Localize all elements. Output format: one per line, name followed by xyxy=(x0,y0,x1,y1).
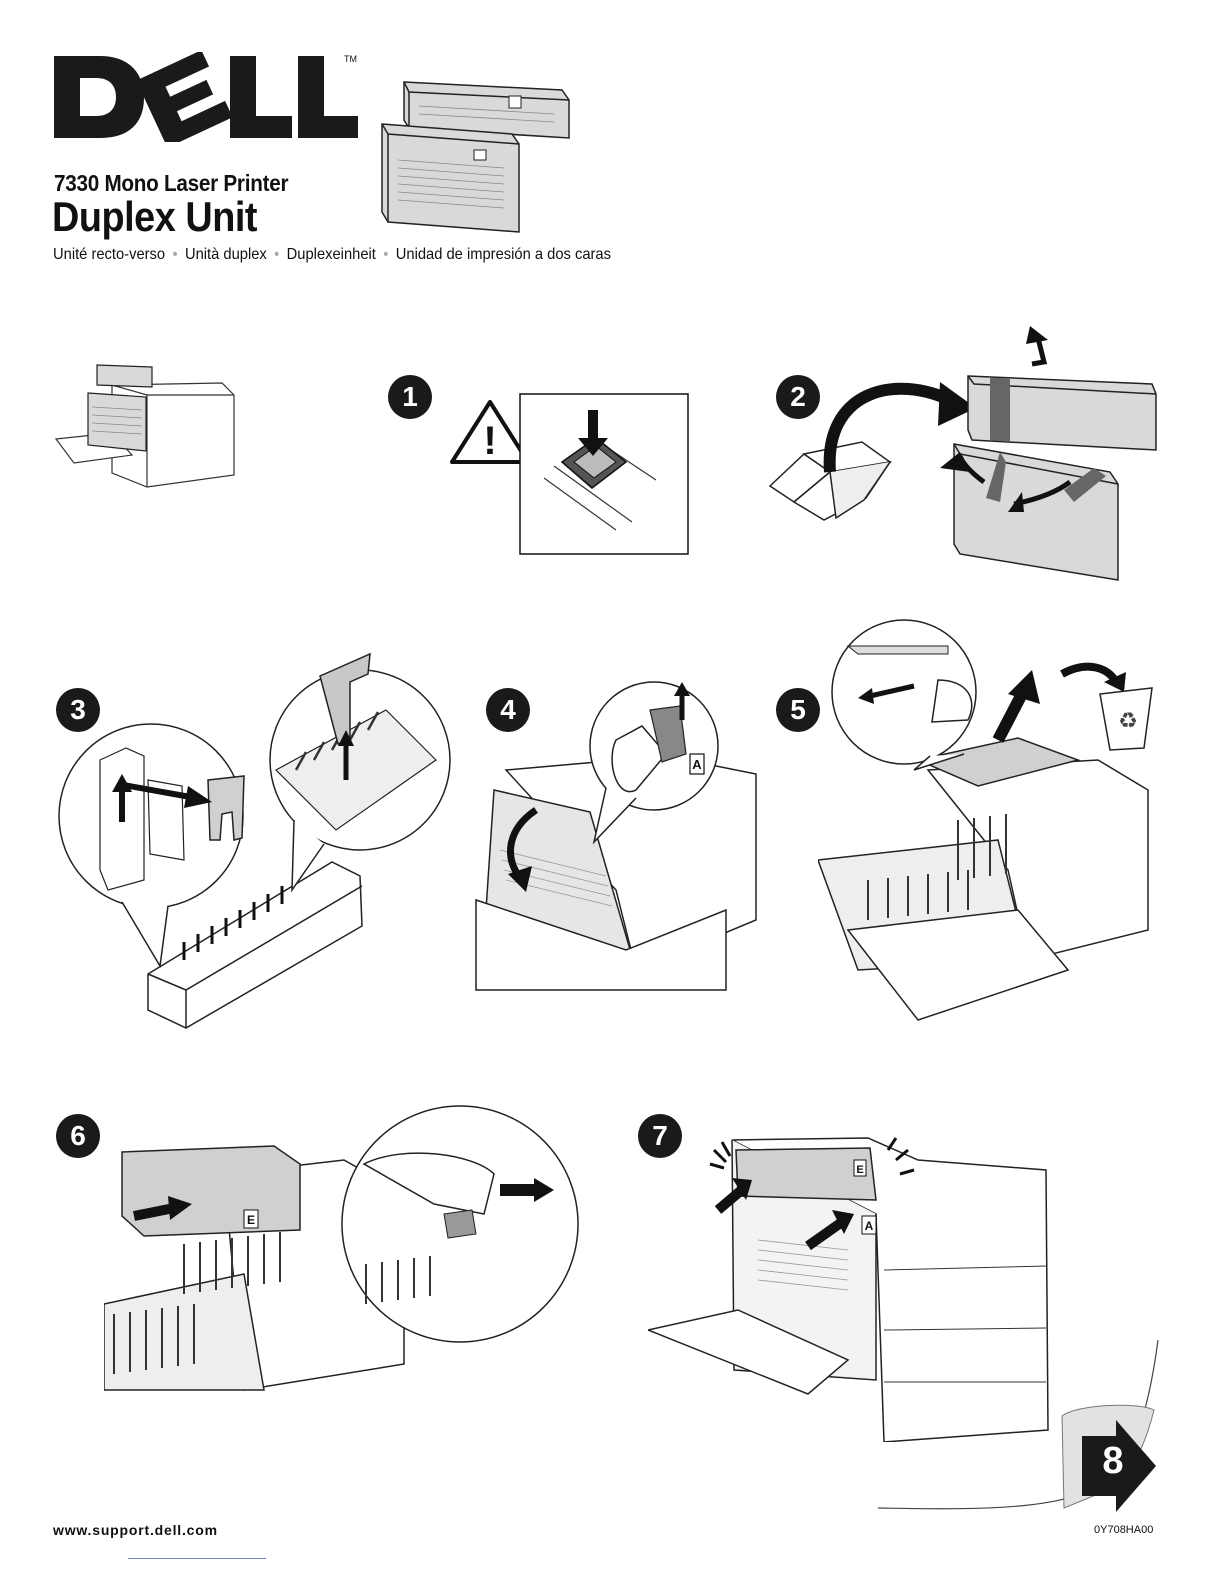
warning-power-off-icon: ! xyxy=(446,380,696,560)
bullet: • xyxy=(172,246,177,263)
translations-line: Unité recto-verso • Unità duplex • Duplexein… xyxy=(53,246,611,264)
svg-text:♻: ♻ xyxy=(1118,709,1138,734)
trademark-symbol: TM xyxy=(344,54,357,64)
svg-text:E: E xyxy=(247,1213,255,1227)
printer-overview-image xyxy=(52,355,242,495)
step-5-badge: 5 xyxy=(776,688,820,732)
translation-it: Unità duplex xyxy=(185,246,267,263)
translation-es: Unidad de impresión a dos caras xyxy=(396,246,611,263)
support-url[interactable]: www.support.dell.com xyxy=(53,1522,218,1538)
svg-text:E: E xyxy=(856,1164,863,1176)
bullet: • xyxy=(274,246,279,263)
open-door-a-icon: A xyxy=(466,670,766,992)
translation-de: Duplexeinheit xyxy=(287,246,376,263)
unpack-remove-tape-icon xyxy=(764,322,1164,584)
next-page-number: 8 xyxy=(1096,1440,1130,1483)
bullet: • xyxy=(383,246,388,263)
remove-shipping-insert-icon xyxy=(56,640,456,1032)
document-code: 0Y708HA00 xyxy=(1094,1524,1153,1536)
svg-text:A: A xyxy=(865,1219,874,1233)
remove-cover-recycle-icon: ♻ xyxy=(818,610,1168,1022)
dell-logo xyxy=(52,52,362,142)
divider xyxy=(128,1558,266,1559)
duplex-unit-product-image xyxy=(374,72,574,237)
insert-duplex-unit-icon: E xyxy=(104,1104,584,1394)
step-1-badge: 1 xyxy=(388,375,432,419)
page-title: Duplex Unit xyxy=(52,193,257,241)
step-6-badge: 6 xyxy=(56,1114,100,1158)
svg-text:A: A xyxy=(692,757,702,772)
translation-fr: Unité recto-verso xyxy=(53,246,165,263)
svg-text:!: ! xyxy=(483,419,496,463)
